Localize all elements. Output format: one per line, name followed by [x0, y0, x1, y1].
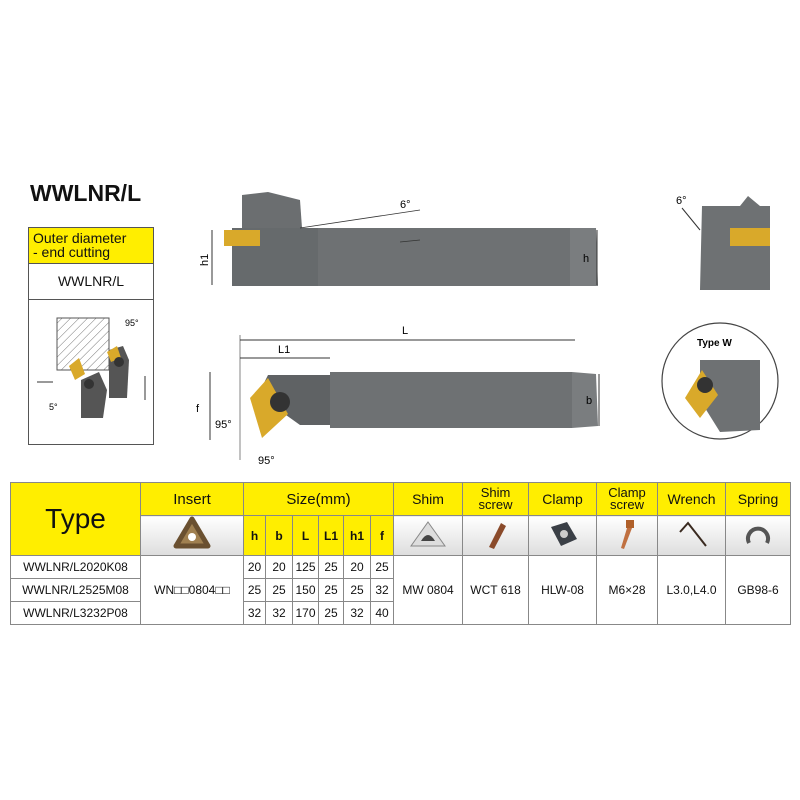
- operation-box: Outer diameter - end cutting WWLNR/L 95°…: [28, 227, 154, 445]
- header-clamp: Clamp: [528, 482, 598, 516]
- clamp-icon: [528, 515, 598, 556]
- size-col-L1: L1: [318, 515, 344, 556]
- f-label: f: [196, 403, 200, 415]
- clamp-screw-cell: M6×28: [596, 555, 659, 625]
- side-angle-label: 6°: [400, 199, 411, 211]
- header-size: Size(mm): [242, 482, 395, 516]
- top-view: L L1 f b 95° 95°: [196, 325, 600, 467]
- operation-diagram: 95° 5°: [37, 317, 146, 418]
- clamp-screw-icon: [596, 515, 659, 556]
- size-cell: 25: [265, 578, 293, 602]
- operation-header: Outer diameter - end cutting: [29, 228, 153, 264]
- type-cell: WWLNR/L3232P08: [10, 601, 141, 625]
- insert-cell: WN□□0804□□: [140, 555, 244, 625]
- h1-label: h1: [199, 254, 211, 266]
- angle-5-label: 5°: [49, 402, 58, 412]
- size-cell: 170: [292, 601, 319, 625]
- shim-screw-cell: WCT 618: [462, 555, 530, 625]
- header-shim: Shim: [393, 482, 464, 516]
- shim-icon: [393, 515, 464, 556]
- tool-drawing: 6° h1 h L L1 f b 95° 95° 6° Type W: [196, 192, 779, 467]
- size-cell: 25: [243, 578, 266, 602]
- size-col-h1: h1: [343, 515, 371, 556]
- L1-label: L1: [278, 344, 290, 356]
- size-cell: 32: [243, 601, 266, 625]
- clamp-icon: [242, 192, 302, 228]
- size-col-f: f: [369, 515, 395, 556]
- header-type: Type: [10, 482, 141, 556]
- size-cell: 25: [318, 578, 344, 602]
- table-row: WWLNR/L2525M08 25 25 150 25 25 32: [10, 578, 791, 602]
- operation-code: WWLNR/L: [29, 264, 153, 300]
- wrench-icon: [657, 515, 727, 556]
- L-label: L: [402, 325, 408, 337]
- size-cell: 20: [243, 555, 266, 579]
- operation-header-line1: Outer diameter: [33, 230, 127, 246]
- angle-95-a-label: 95°: [215, 419, 232, 431]
- spring-icon: [725, 515, 792, 556]
- size-cell: 25: [318, 601, 344, 625]
- angle-95-b-label: 95°: [258, 455, 275, 467]
- table-row: WWLNR/L3232P08 32 32 170 25 32 40: [10, 601, 791, 625]
- size-cell: 40: [369, 601, 395, 625]
- size-col-L: L: [292, 515, 319, 556]
- spring-cell: GB98-6: [725, 555, 792, 625]
- size-cell: 20: [265, 555, 293, 579]
- header-insert: Insert: [140, 482, 244, 516]
- insert-side-icon: [224, 230, 260, 246]
- size-col-h: h: [243, 515, 266, 556]
- detail-label: Type W: [697, 338, 732, 349]
- size-cell: 32: [343, 601, 371, 625]
- b-label: b: [586, 395, 592, 407]
- h-label: h: [583, 253, 589, 265]
- end-view: 6°: [676, 195, 770, 290]
- size-cell: 25: [318, 555, 344, 579]
- header-wrench: Wrench: [657, 482, 727, 516]
- shim-screw-icon: [462, 515, 530, 556]
- clamp-cell: HLW-08: [528, 555, 598, 625]
- size-cell: 32: [265, 601, 293, 625]
- detail-type-w: Type W: [661, 322, 779, 440]
- size-cell: 150: [292, 578, 319, 602]
- header-spring: Spring: [725, 482, 792, 516]
- size-cell: 25: [343, 578, 371, 602]
- product-title: WWLNR/L: [30, 180, 142, 206]
- size-cell: 32: [369, 578, 395, 602]
- wrench-cell: L3.0,L4.0: [657, 555, 727, 625]
- shim-cell: MW 0804: [393, 555, 464, 625]
- end-angle-label: 6°: [676, 195, 687, 207]
- operation-header-line2: - end cutting: [33, 244, 111, 260]
- insert-image: [140, 515, 244, 556]
- table-row: WWLNR/L2020K08 WN□□0804□□ 20 20 125 25 2…: [10, 555, 792, 625]
- side-view: 6° h1 h: [199, 192, 598, 286]
- size-cell: 20: [343, 555, 371, 579]
- type-cell: WWLNR/L2525M08: [10, 578, 141, 602]
- size-col-b: b: [265, 515, 293, 556]
- size-cell: 25: [369, 555, 395, 579]
- type-cell: WWLNR/L2020K08: [10, 555, 141, 579]
- size-cell: 125: [292, 555, 319, 579]
- insert-top-icon: [250, 378, 288, 438]
- angle-95-label: 95°: [125, 318, 139, 328]
